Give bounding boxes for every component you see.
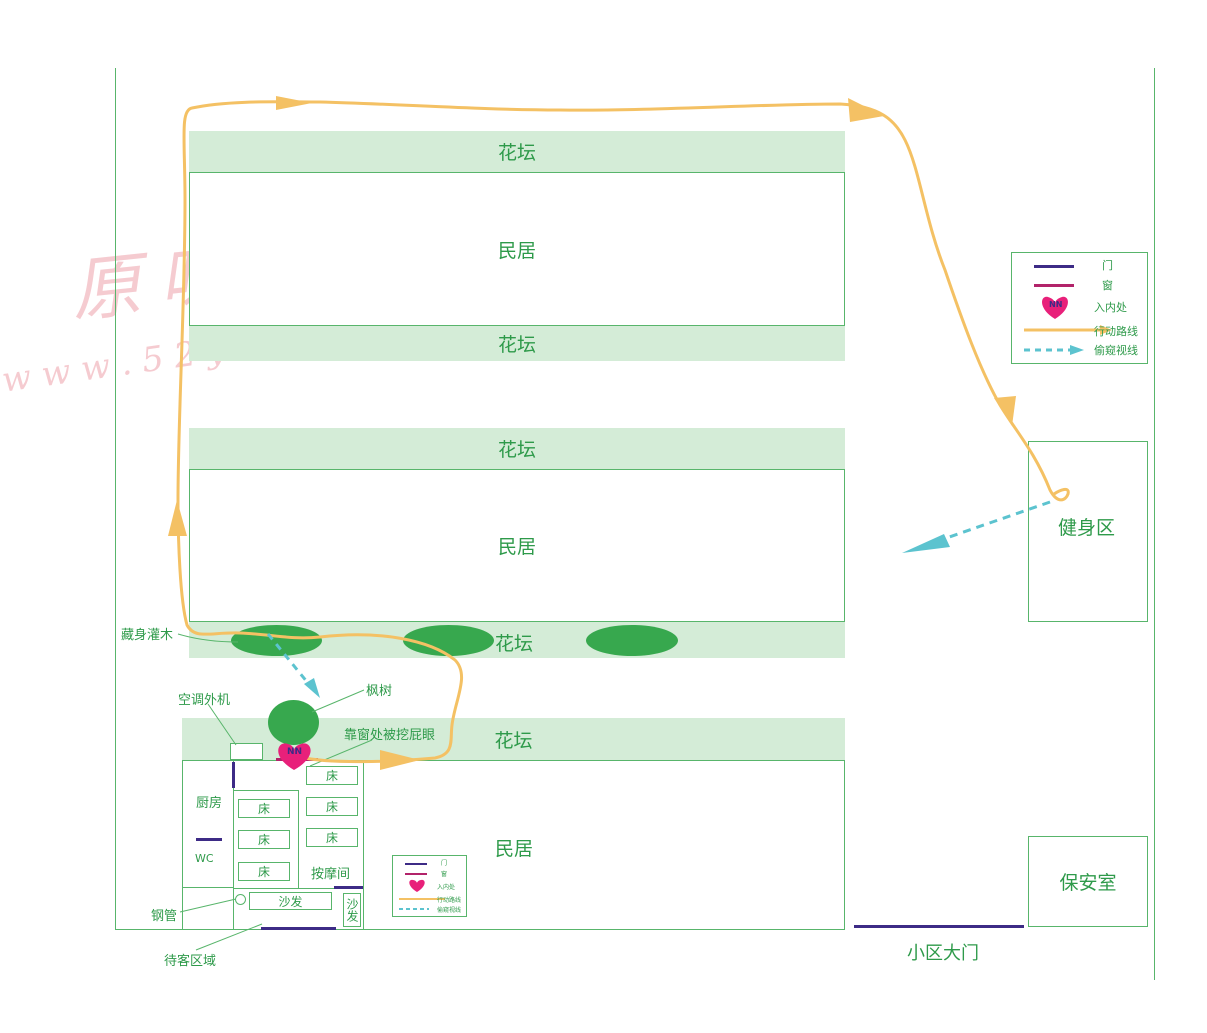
entry-heart-text: NN (287, 747, 303, 757)
maple-tree (268, 700, 319, 745)
ac-unit (230, 743, 263, 760)
leader-maple (311, 689, 365, 713)
fitness-area (1028, 441, 1148, 622)
route-arrowhead-1 (276, 96, 312, 110)
gate-label: 小区大门 (907, 943, 979, 964)
legend-icons (1024, 296, 1112, 355)
legend-window-swatch (1034, 284, 1074, 287)
legend-route-label: 行动路线 (1094, 325, 1138, 338)
flowerbed-1: 花坛 (189, 131, 845, 172)
flowerbed-2: 花坛 (189, 326, 845, 361)
route-arrowhead-2 (848, 98, 884, 122)
kitchen-room (182, 760, 234, 888)
legend-door-swatch (1034, 265, 1074, 268)
residence-3-label: 民居 (495, 838, 534, 860)
action-route (176, 100, 1070, 764)
mini-legend-door-label: 门 (441, 860, 448, 867)
leader-waiting (195, 923, 263, 951)
legend-window-label: 窗 (1102, 279, 1113, 292)
legend-door-label: 门 (1102, 259, 1113, 272)
shrub-3 (586, 625, 678, 656)
door-kitchen (232, 762, 235, 788)
top-divider (233, 790, 299, 791)
peek-arrowhead-shrub (304, 678, 320, 698)
sofa-vertical: 沙发 (343, 893, 361, 927)
mini-legend-peek-label: 偷窥视线 (437, 907, 462, 914)
shrub-2 (403, 625, 494, 656)
door-entrance (261, 927, 336, 930)
security-room: 保安室 (1028, 836, 1148, 927)
legend-entry-label: 入内处 (1094, 301, 1127, 314)
right-boundary (1154, 68, 1155, 980)
kitchen-divider (233, 760, 234, 930)
peek-line-fitness (931, 500, 1051, 545)
leader-window (309, 739, 373, 767)
entry-heart-icon (278, 743, 311, 770)
ac-unit-label: 空调外机 (178, 693, 231, 708)
gate-line (854, 925, 1024, 928)
bed-2: 床 (238, 799, 290, 818)
shrub-label: 藏身灌木 (121, 628, 174, 643)
waiting-area-label: 待客区域 (164, 954, 217, 969)
maple-label: 枫树 (366, 684, 393, 699)
wc-label: WC (195, 852, 214, 865)
door-wc (196, 838, 222, 841)
leader-ac (207, 703, 237, 746)
window-event-label: 靠窗处被挖屁眼 (344, 728, 436, 743)
mini-legend-door-swatch (405, 863, 427, 865)
sofa-horizontal: 沙发 (249, 892, 332, 910)
massage-room-label: 按摩间 (311, 867, 351, 882)
door-massage (334, 886, 363, 889)
mini-legend-icons (399, 879, 445, 910)
fitness-area-label: 健身区 (1058, 517, 1116, 539)
mini-legend-entry-label: 入内处 (437, 884, 456, 891)
waiting-divider (233, 888, 364, 889)
bed-1: 床 (306, 766, 358, 785)
shrub-1 (231, 625, 322, 656)
center-divider (298, 790, 299, 888)
peek-line-shrub (266, 633, 314, 689)
flowerbed-3: 花坛 (189, 428, 845, 469)
bed-5: 床 (306, 828, 358, 847)
route-arrowhead-3 (994, 396, 1016, 426)
bed-3: 床 (306, 797, 358, 816)
legend-main: 门 窗 NN 入内处 行动路线 偷窥视线 (1011, 252, 1148, 364)
legend-mini: 门 窗 入内处 行动路线 偷窥视线 (392, 855, 467, 917)
bed-6: 床 (238, 862, 290, 881)
kitchen-label: 厨房 (196, 796, 223, 811)
bed-4: 床 (238, 830, 290, 849)
route-arrowhead-4 (168, 500, 187, 536)
mini-legend-route-label: 行动路线 (437, 897, 462, 904)
route-arrowhead-5 (380, 750, 420, 770)
legend-peek-label: 偷窥视线 (1094, 344, 1138, 357)
peek-arrowhead-fitness (902, 534, 950, 553)
mini-legend-window-swatch (405, 873, 427, 875)
flowerbed-4-label: 花坛 (495, 633, 534, 655)
leader-shrub (177, 633, 239, 643)
left-boundary (115, 68, 116, 930)
steel-pipe-label: 钢管 (151, 909, 178, 924)
residence-2: 民居 (189, 469, 845, 622)
leader-pipe (179, 898, 237, 913)
massage-divider (363, 760, 364, 930)
mini-legend-window-label: 窗 (441, 871, 448, 878)
residence-1: 民居 (189, 172, 845, 326)
legend-heart-text: NN (1049, 300, 1063, 309)
